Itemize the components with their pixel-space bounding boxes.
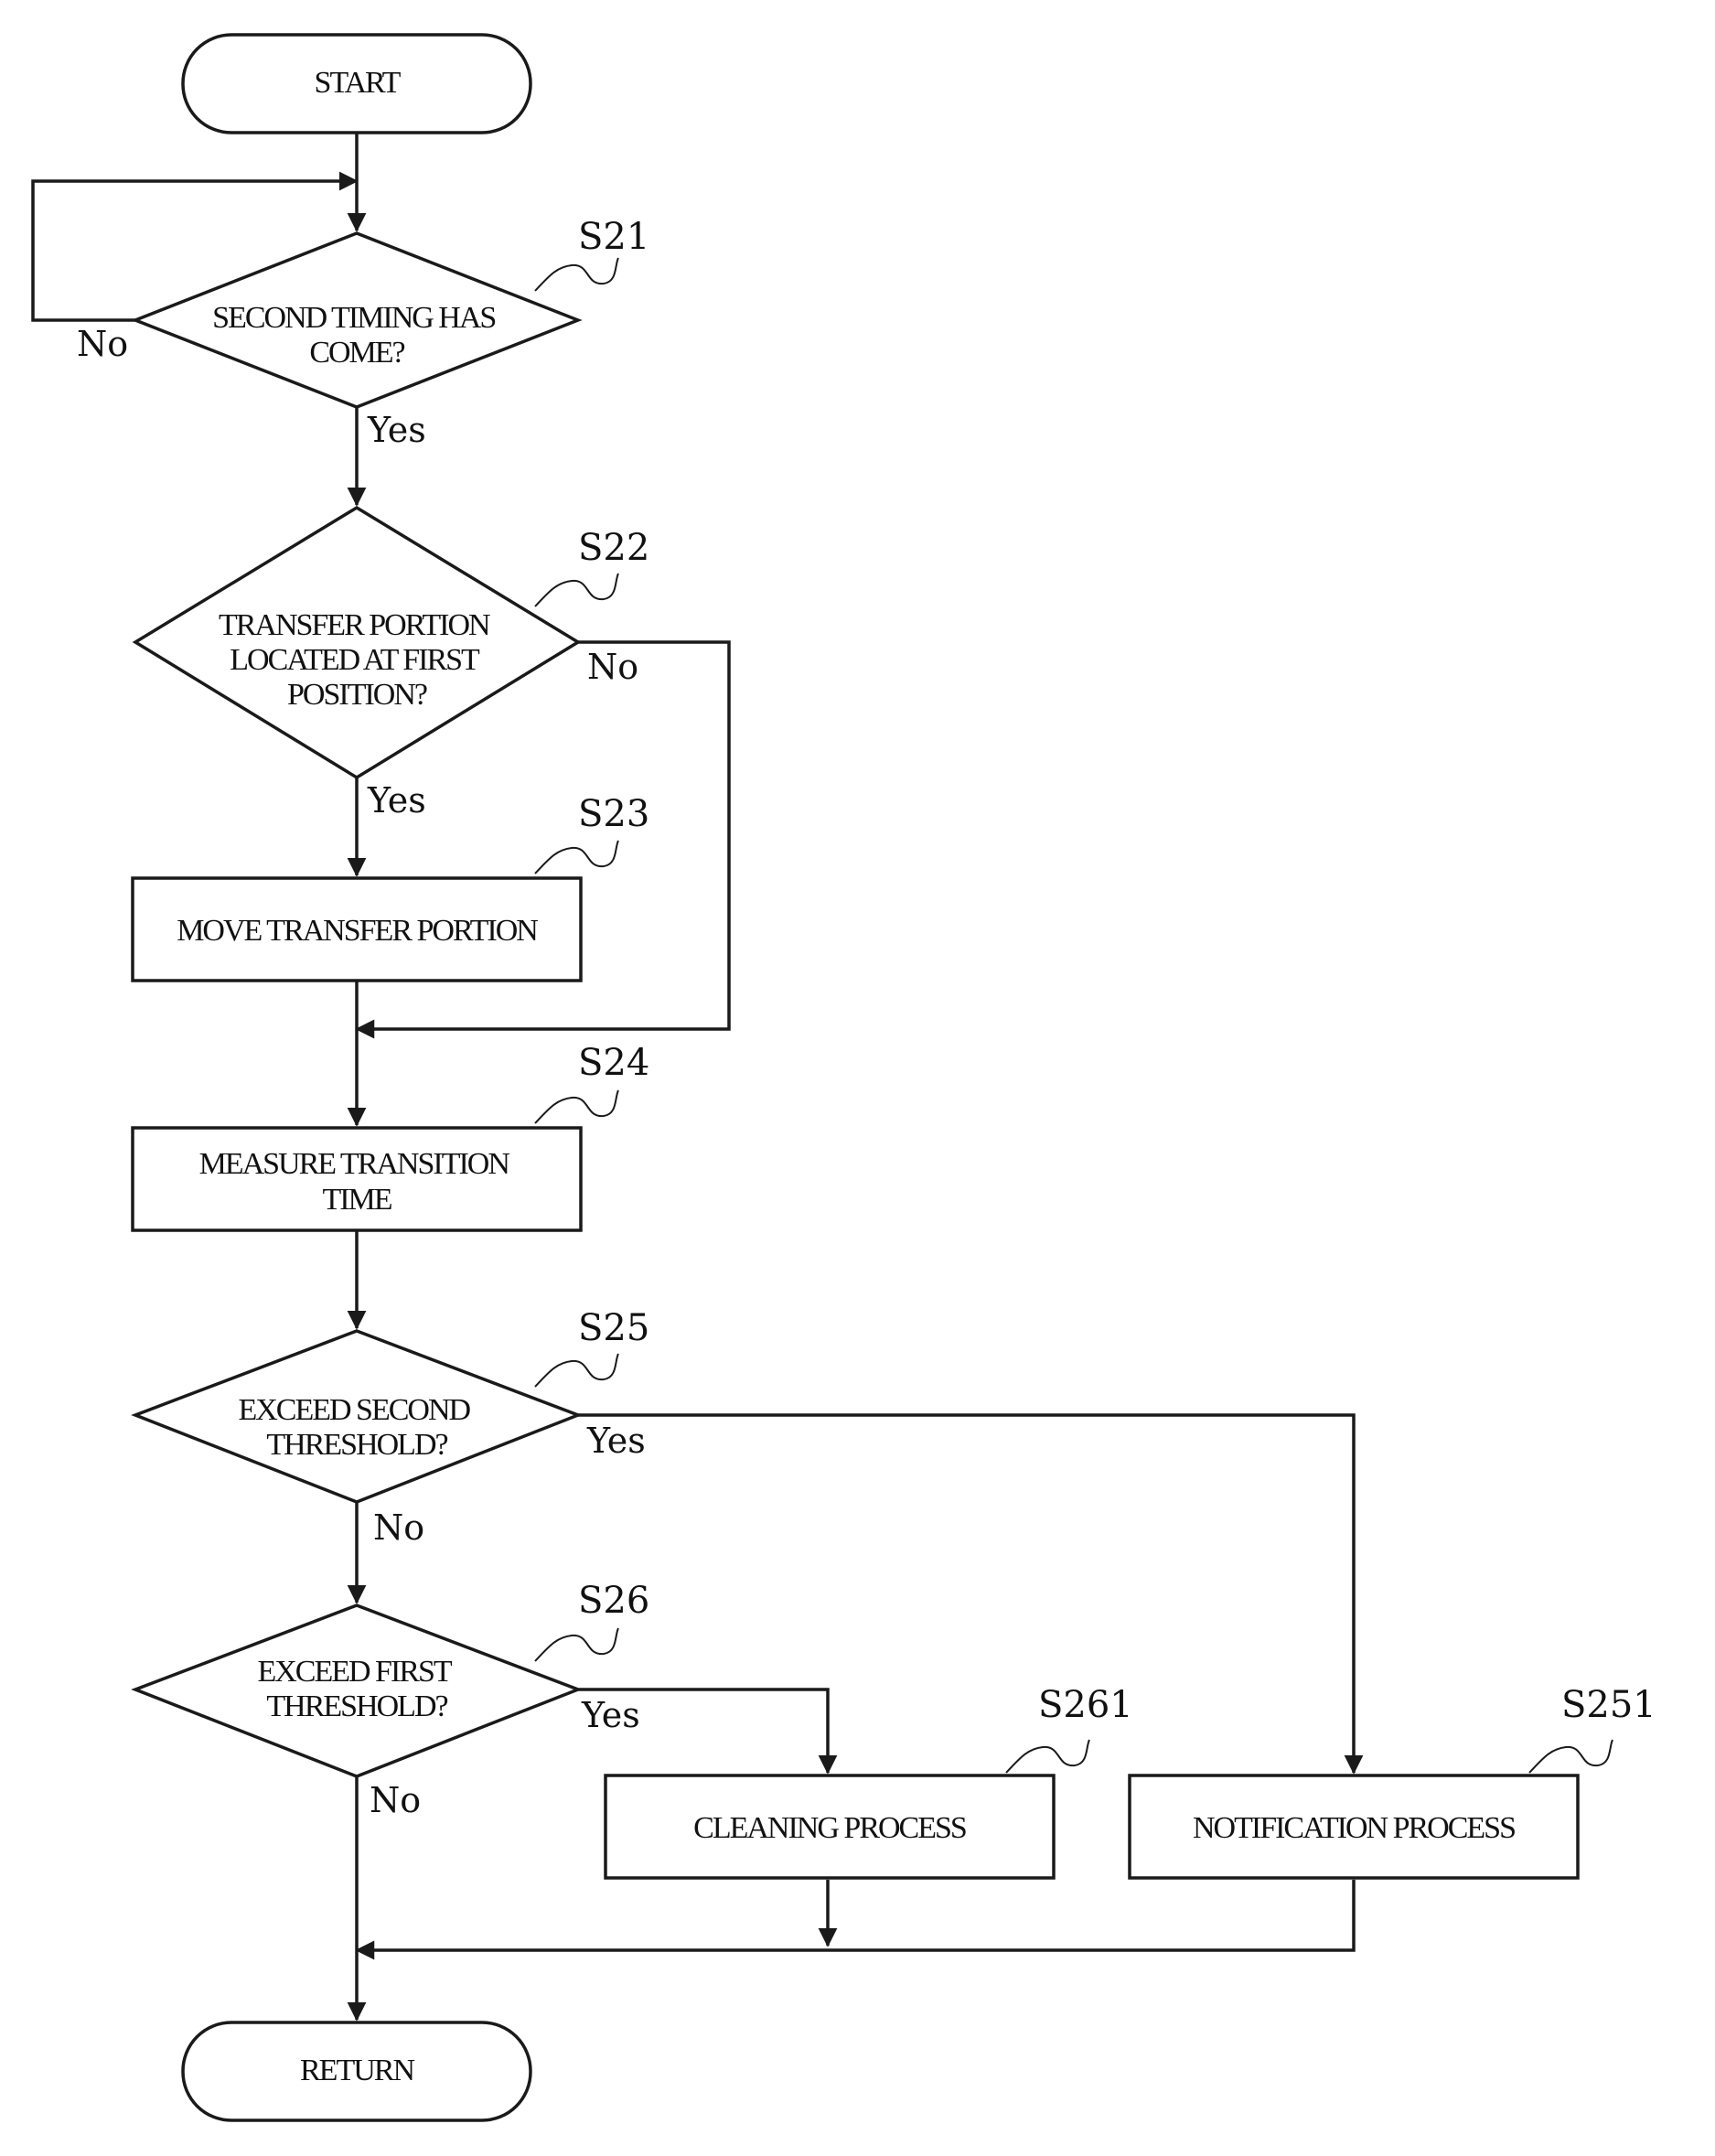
edge-s25-yes-to-s251 <box>578 1415 1354 1773</box>
terminal-return-label: RETURN <box>300 2054 414 2087</box>
terminal-return: RETURN <box>183 2022 531 2120</box>
decision-s26-label: EXCEED FIRST THRESHOLD? <box>257 1655 456 1723</box>
process-s261: CLEANING PROCESS <box>606 1775 1054 1878</box>
edge-label-s26-yes: Yes <box>581 1695 640 1735</box>
decision-s22: TRANSFER PORTION LOCATED AT FIRST POSITI… <box>135 508 578 778</box>
step-number-s26: S26 <box>578 1580 649 1622</box>
decision-s25-label: EXCEED SECOND THRESHOLD? <box>238 1393 475 1462</box>
terminal-start-label: START <box>315 66 402 100</box>
step-number-s251: S251 <box>1561 1684 1656 1726</box>
leader-s23 <box>535 841 618 874</box>
edge-label-s21-no: No <box>77 324 128 364</box>
edge-label-s26-no: No <box>370 1780 421 1820</box>
step-numbers: S21 S22 S23 S24 S25 S26 S261 S251 <box>578 216 1656 1726</box>
step-number-s22: S22 <box>578 527 649 569</box>
decision-s26: EXCEED FIRST THRESHOLD? <box>135 1605 578 1776</box>
leader-s25 <box>535 1354 618 1387</box>
edge-label-s22-yes: Yes <box>367 780 426 821</box>
terminal-start: START <box>183 35 531 133</box>
leader-s261 <box>1006 1740 1089 1773</box>
process-s261-label: CLEANING PROCESS <box>693 1811 966 1845</box>
leader-s251 <box>1529 1740 1613 1773</box>
step-number-s261: S261 <box>1038 1684 1133 1726</box>
process-s251: NOTIFICATION PROCESS <box>1130 1775 1578 1878</box>
leader-s21 <box>535 258 618 291</box>
process-s251-label: NOTIFICATION PROCESS <box>1193 1811 1515 1845</box>
step-number-s24: S24 <box>578 1042 649 1084</box>
leader-s24 <box>535 1090 618 1123</box>
step-number-s25: S25 <box>578 1307 649 1349</box>
step-number-s23: S23 <box>578 793 649 835</box>
decision-s21: SECOND TIMING HAS COME? <box>135 233 578 407</box>
process-s23: MOVE TRANSFER PORTION <box>133 878 581 981</box>
process-s24: MEASURE TRANSITION TIME <box>133 1128 581 1230</box>
decision-s25: EXCEED SECOND THRESHOLD? <box>135 1331 578 1502</box>
edge-label-s21-yes: Yes <box>367 410 426 450</box>
step-leaders <box>535 258 1613 1773</box>
edge-label-s22-no: No <box>587 647 638 687</box>
leader-s26 <box>535 1628 618 1661</box>
edge-s251-to-merge <box>357 1880 1354 1950</box>
leader-s22 <box>535 574 618 606</box>
step-number-s21: S21 <box>578 216 649 258</box>
edge-label-s25-yes: Yes <box>586 1421 646 1461</box>
edge-label-s25-no: No <box>373 1507 424 1548</box>
process-s23-label: MOVE TRANSFER PORTION <box>177 914 538 948</box>
connectors <box>33 133 1354 2020</box>
